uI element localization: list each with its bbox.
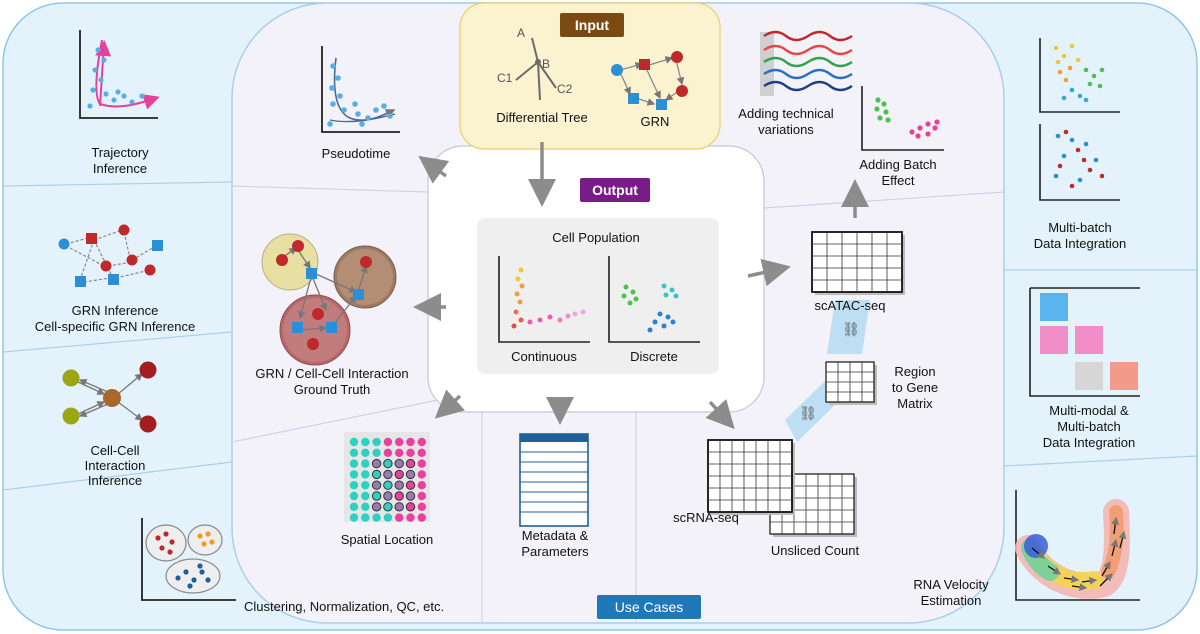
grn-inference-graph: [58, 224, 163, 287]
spatial-dots: [349, 437, 426, 522]
grn-node: [656, 99, 667, 110]
metadata-table: [519, 433, 589, 527]
continuous-points: [511, 267, 586, 329]
multibatch-plot-top: [1039, 38, 1120, 113]
spatial-location-label: Spatial Location: [340, 532, 434, 547]
multimodal-label-1: Multi-modal &: [1049, 403, 1129, 418]
scrna-matrix: [707, 439, 795, 515]
cci-label-2: Interaction: [84, 458, 146, 473]
batch-effect-plot: [861, 86, 944, 151]
input-badge: Input: [560, 13, 624, 37]
rna-velocity-plot: [1015, 490, 1140, 601]
tree-node: [535, 59, 541, 65]
input-grn: [611, 51, 688, 110]
continuous-axes: [498, 256, 590, 343]
multimodal-label-2: Multi-batch: [1057, 419, 1121, 434]
pseudotime-label: Pseudotime: [321, 146, 391, 161]
region-label-3: Matrix: [897, 396, 933, 411]
discrete-axes: [608, 256, 700, 343]
use-case-dividers: [2, 181, 1198, 491]
multimodal-plot: [1029, 287, 1140, 397]
svg-text:⛓: ⛓: [799, 406, 817, 422]
technical-variation-waves: [760, 30, 853, 96]
multimodal-label-3: Data Integration: [1042, 435, 1136, 450]
svg-text:⛓: ⛓: [842, 322, 860, 338]
ground-truth-label-1: GRN / Cell-Cell Interaction: [255, 366, 409, 381]
unsliced-count-label: Unsliced Count: [770, 543, 860, 558]
flow-arrows: [413, 142, 869, 430]
input-panel: [459, 2, 721, 150]
velocity-label-1: RNA Velocity: [913, 577, 989, 592]
discrete-label: Discrete: [630, 349, 678, 364]
trajectory-label-1: Trajectory: [91, 145, 149, 160]
multibatch-plot-bottom: [1039, 124, 1120, 201]
grn-node: [671, 51, 683, 63]
ground-truth-label-2: Ground Truth: [293, 382, 371, 397]
cell-cell-interaction-graph: [62, 361, 157, 433]
velocity-label-2: Estimation: [920, 593, 982, 608]
tree-node-b: B: [542, 57, 551, 71]
technical-variations-label-1: Adding technical: [738, 106, 834, 121]
grn-inference-label-1: GRN Inference: [71, 303, 159, 318]
batch-effect-label-1: Adding Batch: [859, 157, 937, 172]
output-dividers: [231, 185, 1005, 623]
clustering-label: Clustering, Normalization, QC, etc.: [244, 599, 445, 614]
continuous-label: Continuous: [511, 349, 577, 364]
grn-node: [628, 93, 639, 104]
tree-node-c2: C2: [557, 82, 573, 96]
trajectory-label-2: Inference: [92, 161, 148, 176]
tree-node-a: A: [517, 26, 526, 40]
trajectory-plot: [79, 30, 160, 119]
cci-label-1: Cell-Cell: [90, 443, 140, 458]
output-badge: Output: [580, 178, 650, 202]
grn-inference-label-2: Cell-specific GRN Inference: [34, 319, 196, 334]
region-label-2: to Gene: [891, 380, 939, 395]
grn-label: GRN: [640, 114, 670, 129]
cell-population-panel: [477, 218, 719, 374]
scatac-label: scATAC-seq: [814, 298, 886, 313]
differential-tree: [515, 37, 557, 101]
cell-population-title: Cell Population: [552, 230, 640, 245]
scrna-label: scRNA-seq: [673, 510, 739, 525]
clustering-plot: [141, 518, 236, 601]
multibatch-label-2: Data Integration: [1033, 236, 1127, 251]
discrete-points: [621, 283, 679, 333]
cci-label-3: Inference: [87, 473, 143, 488]
technical-variations-label-2: variations: [758, 122, 814, 137]
batch-effect-label-2: Effect: [881, 173, 915, 188]
pseudotime-plot: [321, 46, 400, 133]
region-label-1: Region: [894, 364, 936, 379]
ground-truth-cells: [261, 233, 397, 366]
use-cases-badge: Use Cases: [597, 595, 701, 619]
metadata-label-1: Metadata &: [521, 528, 589, 543]
grn-node: [639, 59, 650, 70]
metadata-label-2: Parameters: [521, 544, 589, 559]
scatac-matrix: [811, 231, 905, 295]
region-gene-matrix: [825, 361, 877, 405]
grn-node: [611, 64, 623, 76]
grn-node: [676, 85, 688, 97]
multibatch-label-1: Multi-batch: [1048, 220, 1112, 235]
tree-node-c1: C1: [497, 71, 513, 85]
differential-tree-label: Differential Tree: [496, 110, 588, 125]
